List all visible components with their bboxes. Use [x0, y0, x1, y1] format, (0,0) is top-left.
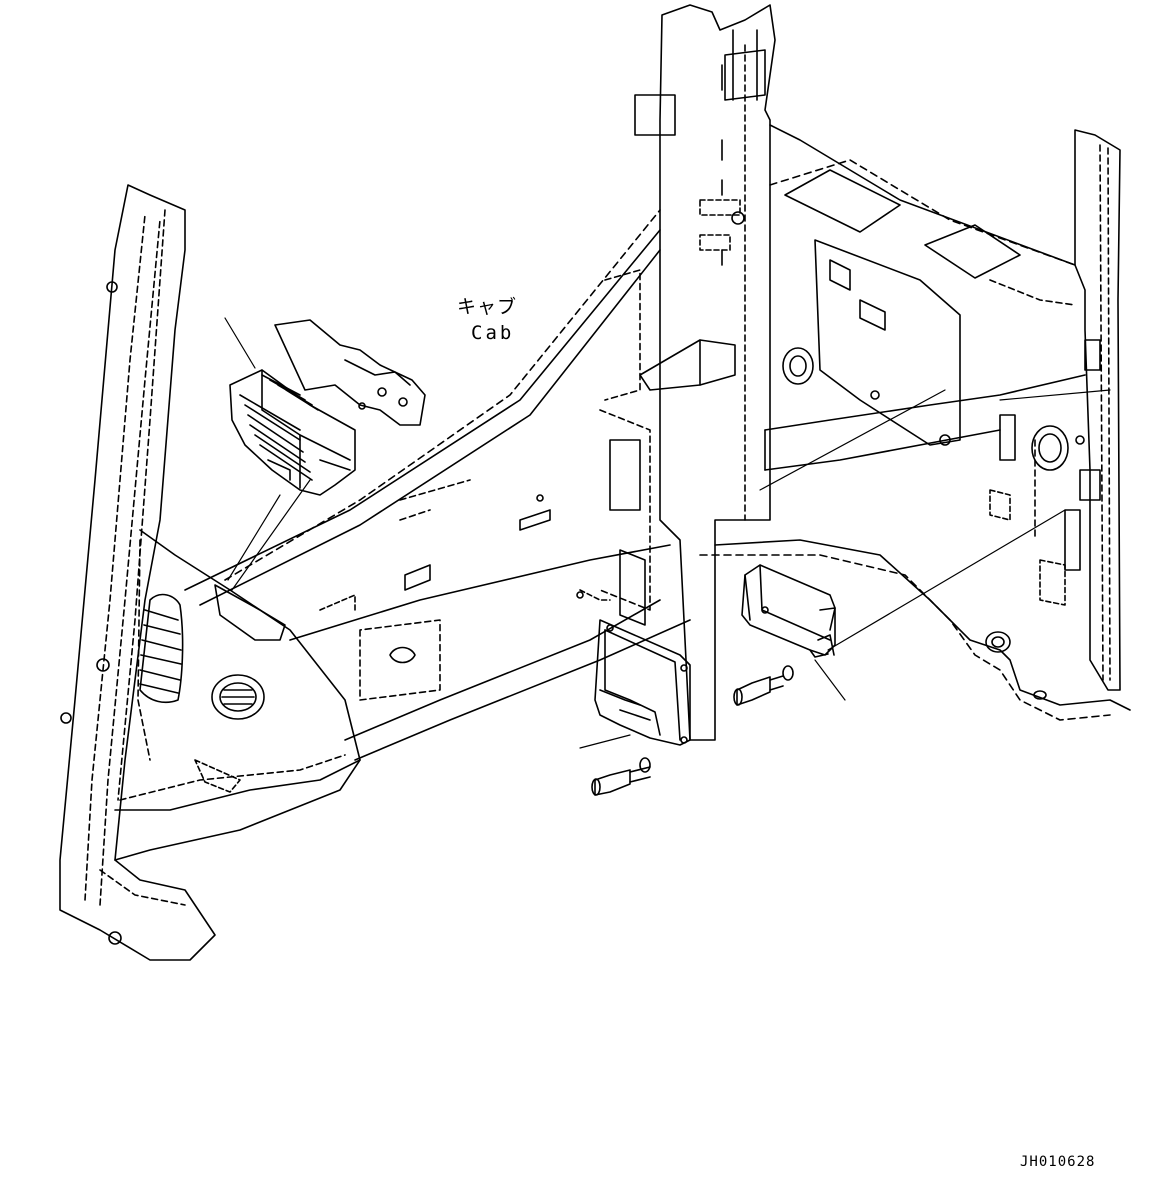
center-mount-bracket	[600, 270, 735, 625]
drawing-number: JH010628	[1020, 1154, 1096, 1170]
left-side-panel	[115, 530, 360, 810]
controller-box-right	[742, 565, 835, 657]
cab-floor	[115, 540, 1130, 860]
bolt-right	[734, 666, 793, 705]
center-rear-pillar	[635, 5, 775, 740]
cab-label-japanese: キャブ	[457, 296, 518, 318]
controller-box-center	[595, 620, 690, 745]
rear-panel	[765, 125, 1085, 605]
right-rear-pillar	[1075, 130, 1120, 690]
left-front-pillar	[60, 185, 215, 960]
controller-box-upper	[230, 370, 355, 495]
bolt-center	[592, 758, 650, 795]
leader-lines	[225, 318, 1110, 748]
mount-bracket-assembly	[275, 320, 425, 425]
upper-side-beam	[185, 210, 660, 605]
cab-label-english: Cab	[471, 322, 515, 344]
